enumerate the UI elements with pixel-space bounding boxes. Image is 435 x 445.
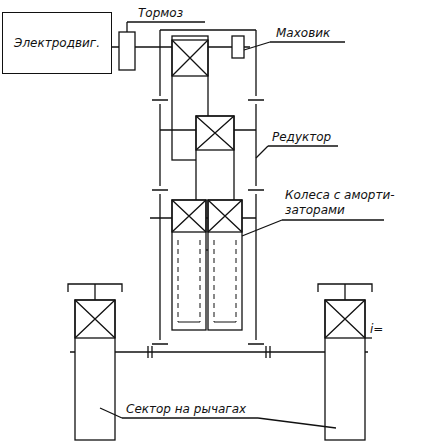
node-label: Электродвиг.: [14, 36, 100, 51]
part-label: Колеса с аморти- заторами: [285, 188, 397, 218]
part-label: Маховик: [276, 26, 356, 41]
part-label: i=: [370, 322, 410, 337]
part-label: Сектор на рычагах: [126, 402, 276, 417]
part-label: Тормоз: [138, 6, 218, 21]
part-label: Редуктор: [272, 130, 352, 145]
motor-box: Электродвиг.: [2, 12, 112, 74]
